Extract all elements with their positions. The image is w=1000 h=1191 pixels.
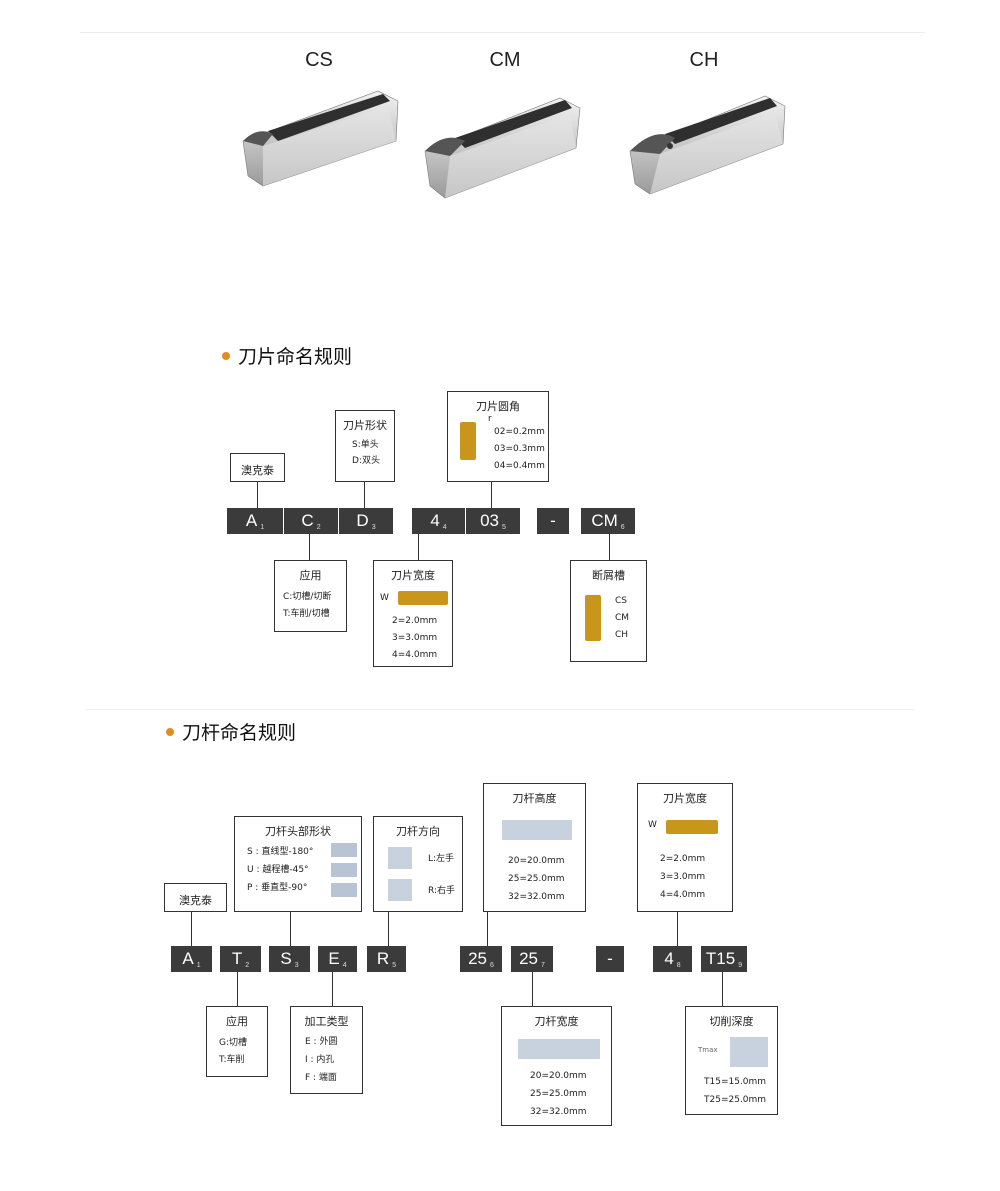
right-hand-icon [388, 879, 412, 901]
holder-insert-gold-icon [666, 820, 718, 834]
holder-app-box: 应用 G:切槽 T:车削 [206, 1006, 268, 1077]
head-straight-icon [331, 843, 357, 857]
insert-image-ch [629, 95, 786, 195]
insert-app-box: 应用 C:切槽/切断 T:车削/切槽 [274, 560, 347, 632]
insert-image-cs [242, 90, 399, 187]
section-divider [86, 709, 914, 710]
bullet-dot-icon [166, 727, 174, 736]
insert-radius-box: 刀片圆角 r 02=0.2mm 03=0.3mm 04=0.4mm [447, 391, 549, 482]
insert-code-cell-dash: - [537, 508, 569, 534]
head-relief-icon [331, 863, 357, 877]
grade-label-ch: CH [689, 49, 719, 71]
holder-bwidth-icon [518, 1039, 600, 1059]
chipbreaker-gold-icon [585, 595, 601, 641]
holder-section-title: 刀杆命名规则 [166, 718, 296, 745]
holder-dir-box: 刀杆方向 L:左手 R:右手 [373, 816, 463, 912]
left-hand-icon [388, 847, 412, 869]
depth-holder-icon [730, 1037, 768, 1067]
holder-code-cell-dash: - [596, 946, 624, 972]
grade-label-cs: CS [305, 49, 333, 71]
holder-bwidth-box: 刀杆宽度 20=20.0mm 25=25.0mm 32=32.0mm [501, 1006, 612, 1126]
holder-height-icon [502, 820, 572, 840]
holder-height-box: 刀杆高度 20=20.0mm 25=25.0mm 32=32.0mm [483, 783, 586, 912]
holder-head-box: 刀杆头部形状 S : 直线型-180° U : 越程槽-45° P : 垂直型-… [234, 816, 362, 912]
insert-section-title: 刀片命名规则 [222, 342, 352, 369]
top-divider [80, 32, 925, 33]
insert-gold-icon [460, 422, 476, 460]
insert-width-gold-icon [398, 591, 448, 605]
insert-shape-box: 刀片形状 S:单头 D:双头 [335, 410, 395, 482]
insert-image-cm [424, 97, 581, 199]
holder-brand-box: 澳克泰 [164, 883, 227, 912]
head-vertical-icon [331, 883, 357, 897]
holder-insert-width-box: 刀片宽度 W 2=2.0mm 3=3.0mm 4=4.0mm [637, 783, 733, 912]
bullet-dot-icon [222, 351, 230, 360]
insert-brand-box: 澳克泰 [230, 453, 285, 482]
insert-width-box: 刀片宽度 W 2=2.0mm 3=3.0mm 4=4.0mm [373, 560, 453, 667]
holder-proc-box: 加工类型 E : 外圆 I : 内孔 F : 端面 [290, 1006, 363, 1094]
grade-label-cm: CM [489, 49, 521, 71]
holder-depth-box: 切削深度 Tmax T15=15.0mm T25=25.0mm [685, 1006, 778, 1115]
insert-chip-box: 断屑槽 CS CM CH [570, 560, 647, 662]
